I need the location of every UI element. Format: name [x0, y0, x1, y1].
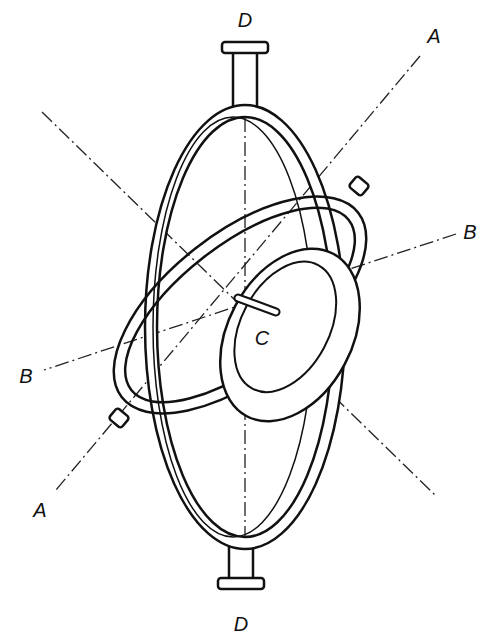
axis-label: C — [253, 327, 271, 349]
rotor-face — [214, 244, 357, 409]
a-axis — [56, 56, 420, 490]
bottom-cap — [218, 578, 264, 589]
gimbal-outer — [77, 156, 402, 454]
axis-label: D — [232, 613, 250, 635]
axis-label: A — [31, 499, 48, 521]
pivot — [108, 407, 129, 428]
axis-lines — [42, 56, 456, 536]
spin-axle — [238, 298, 276, 312]
rotor-axis — [42, 112, 436, 496]
top-cap — [222, 42, 268, 53]
gimbal-ring — [77, 156, 402, 454]
rotor-rim — [192, 225, 388, 446]
axis-label: B — [17, 365, 34, 387]
rotor — [192, 225, 388, 446]
axis-label: B — [461, 221, 478, 243]
spin-axle-fill — [238, 298, 276, 312]
pivot — [348, 175, 369, 196]
top-shaft — [233, 52, 257, 112]
axis-label: A — [425, 25, 442, 47]
axis-label: D — [236, 9, 254, 31]
